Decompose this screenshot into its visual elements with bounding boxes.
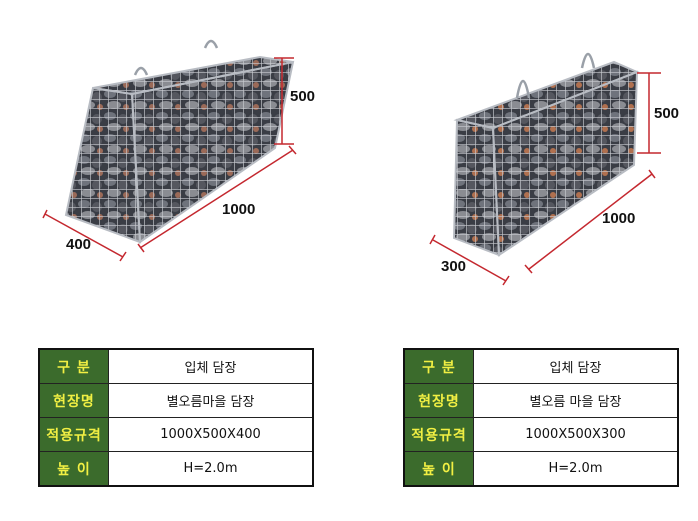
dimension-lines-right xyxy=(429,72,661,286)
row-label: 적용규격 xyxy=(403,417,474,452)
table-row: 현장명 별오름마을 담장 xyxy=(38,383,314,418)
width-dimension-label: 400 xyxy=(66,236,91,253)
table-row: 높 이 H=2.0m xyxy=(38,451,314,487)
table-row: 적용규격 1000X500X400 xyxy=(38,417,314,452)
row-label: 높 이 xyxy=(38,451,109,487)
row-value: H=2.0m xyxy=(473,451,679,487)
table-row: 적용규격 1000X500X300 xyxy=(403,417,679,452)
product-panel-left: 500 1000 400 구 분 입체 담장 현장명 별오름마을 담장 적용규격… xyxy=(38,39,315,487)
row-label: 현장명 xyxy=(38,383,109,418)
table-row: 현장명 별오름 마을 담장 xyxy=(403,383,679,418)
row-label: 높 이 xyxy=(403,451,474,487)
row-value: 별오름 마을 담장 xyxy=(473,383,679,418)
spec-table-right: 구 분 입체 담장 현장명 별오름 마을 담장 적용규격 1000X500X30… xyxy=(403,348,679,487)
gabion-illustration-left: 500 1000 400 xyxy=(42,39,315,262)
row-value: 1000X500X300 xyxy=(473,417,679,452)
row-value: H=2.0m xyxy=(108,451,314,487)
width-dimension-label: 300 xyxy=(441,258,466,275)
height-dimension-label: 500 xyxy=(654,105,679,122)
table-row: 구 분 입체 담장 xyxy=(403,348,679,384)
table-row: 높 이 H=2.0m xyxy=(403,451,679,487)
spec-table-left: 구 분 입체 담장 현장명 별오름마을 담장 적용규격 1000X500X400… xyxy=(38,348,314,487)
gabion-illustration-right: 500 1000 300 xyxy=(429,52,679,286)
row-label: 적용규격 xyxy=(38,417,109,452)
row-label: 현장명 xyxy=(403,383,474,418)
gabion-box-right xyxy=(452,52,640,257)
height-dimension-label: 500 xyxy=(290,88,315,105)
row-value: 1000X500X400 xyxy=(108,417,314,452)
dimension-lines-left xyxy=(42,57,297,262)
table-row: 구 분 입체 담장 xyxy=(38,348,314,384)
row-label: 구 분 xyxy=(38,348,109,384)
row-value: 입체 담장 xyxy=(108,348,314,384)
gabion-box-left xyxy=(64,39,295,244)
row-value: 별오름마을 담장 xyxy=(108,383,314,418)
product-panel-right: 500 1000 300 구 분 입체 담장 현장명 별오름 마을 담장 적용규… xyxy=(349,0,698,521)
length-dimension-label: 1000 xyxy=(222,201,255,218)
length-dimension-label: 1000 xyxy=(602,210,635,227)
row-label: 구 분 xyxy=(403,348,474,384)
row-value: 입체 담장 xyxy=(473,348,679,384)
